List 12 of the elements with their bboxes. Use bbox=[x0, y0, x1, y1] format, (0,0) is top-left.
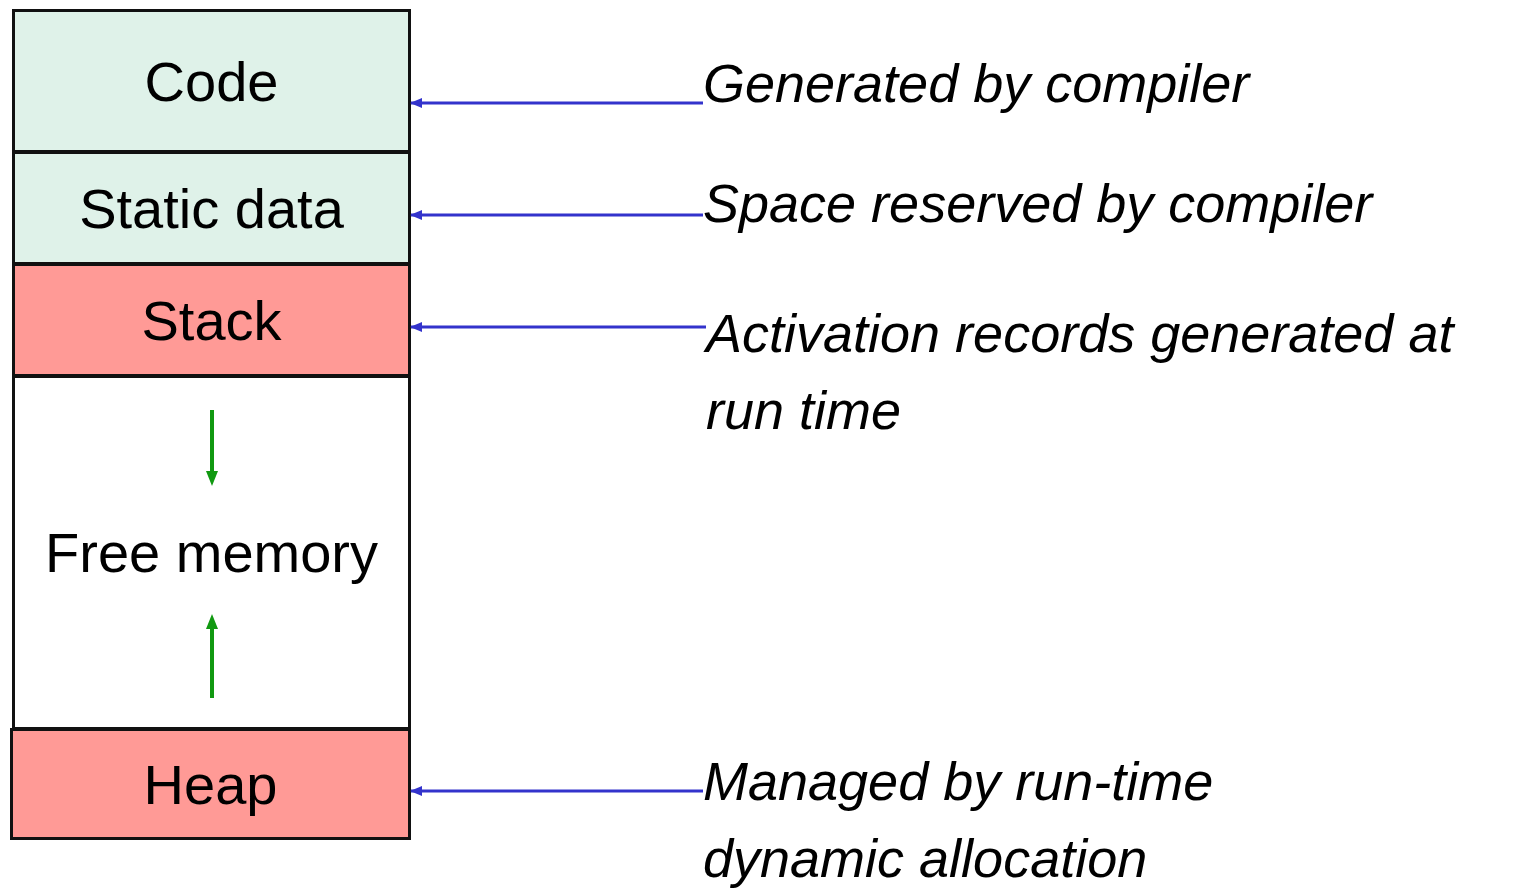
annotation-text: Space reserved by compiler bbox=[703, 165, 1523, 242]
arrow bbox=[410, 786, 703, 796]
annotation-text: Generated by compiler bbox=[703, 45, 1503, 122]
arrow bbox=[410, 322, 706, 332]
memory-segment: Heap bbox=[10, 728, 411, 840]
memory-segment: Stack bbox=[12, 263, 411, 377]
arrow bbox=[410, 98, 703, 108]
annotation-text: Managed by run-time dynamic allocation bbox=[703, 743, 1343, 889]
memory-segment: Static data bbox=[12, 151, 411, 265]
memory-segment: Free memory bbox=[12, 375, 411, 730]
arrow bbox=[410, 210, 703, 220]
memory-segment: Code bbox=[12, 9, 411, 153]
